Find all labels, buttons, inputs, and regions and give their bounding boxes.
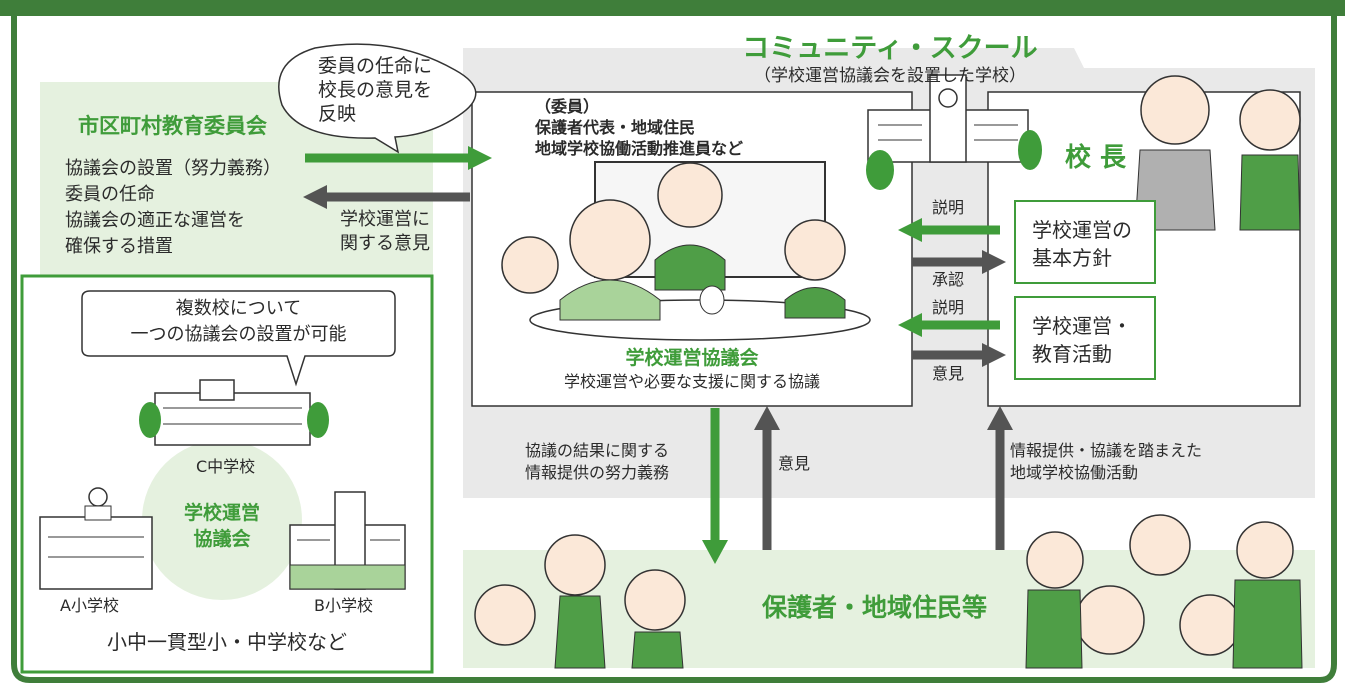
outer-frame: [11, 0, 1337, 683]
collaboration-activity-text: 情報提供・協議を踏まえた 地域学校協働活動: [1010, 440, 1202, 484]
collaboration-activity-line: 情報提供・協議を踏まえた: [1010, 441, 1203, 460]
board-item: 確保する措置: [65, 236, 173, 257]
board-title: 市区町村教育委員会: [78, 114, 267, 138]
bubble-top-shape: [278, 43, 477, 154]
principal-people: [1134, 75, 1301, 231]
shared-council-label: 学校運営 協議会: [172, 500, 272, 552]
c-middle-school-building: [139, 379, 329, 446]
activity-box-line: 教育活動: [1032, 342, 1112, 366]
flow-label-explain-2: 説明: [932, 298, 965, 317]
board-items: 協議会の設置（努力義務） 委員の任命 協議会の適正な運営を 確保する措置: [65, 156, 281, 260]
policy-box-line: 学校運営の: [1032, 218, 1132, 242]
community-school-subtitle: （学校運営協議会を設置した学校）: [754, 66, 1026, 86]
result-info-line: 協議の結果に関する: [525, 441, 670, 460]
opinion-to-board-line: 関する意見: [340, 233, 430, 254]
flow-label-explain-1: 説明: [932, 198, 965, 217]
flow-label-opinion: 意見: [932, 364, 965, 383]
policy-box-line: 基本方針: [1032, 246, 1112, 270]
multi-bubble-shape: [81, 290, 396, 387]
bubble-top-line: 校長の意見を: [318, 79, 433, 101]
bubble-top-line: 委員の任命に: [318, 55, 433, 77]
shared-council-line: 学校運営: [183, 502, 260, 524]
top-band: [0, 0, 1345, 16]
multi-bubble: 複数校について 一つの協議会の設置が可能: [82, 296, 395, 348]
shared-council-circle: [142, 440, 302, 600]
council-members-line: 保護者代表・地域住民: [535, 118, 696, 137]
opinion-to-board: 学校運営に 関する意見: [340, 208, 430, 256]
a-elementary-school-building: [39, 487, 153, 590]
multi-bubble-line: 一つの協議会の設置が可能: [130, 324, 347, 345]
council-title: 学校運営協議会: [625, 347, 759, 369]
council-members-line: （委員）: [535, 97, 600, 116]
school-label-b: B小学校: [314, 596, 373, 615]
b-elementary-school-building: [289, 491, 406, 590]
council-meeting-illustration: [501, 161, 871, 341]
council-description: 学校運営や必要な支援に関する協議: [563, 372, 820, 391]
multi-school-footer: 小中一貫型小・中学校など: [107, 630, 347, 654]
community-label: 保護者・地域住民等: [762, 593, 988, 622]
policy-box: 学校運営の 基本方針: [1014, 200, 1156, 284]
board-item: 協議会の設置（努力義務）: [65, 158, 281, 179]
result-info-text: 協議の結果に関する 情報提供の努力義務: [525, 440, 669, 484]
school-label-a: A小学校: [60, 596, 119, 615]
bubble-top-line: 反映: [318, 103, 357, 125]
flow-label-approve: 承認: [932, 270, 965, 289]
result-info-line: 情報提供の努力義務: [525, 463, 670, 482]
board-item: 委員の任命: [65, 184, 155, 205]
community-people-right: [1025, 514, 1303, 669]
activity-box: 学校運営・ 教育活動: [1014, 296, 1156, 380]
opinion-to-board-line: 学校運営に: [340, 209, 430, 230]
shared-council-line: 協議会: [193, 528, 251, 550]
multi-bubble-line: 複数校について: [175, 298, 302, 319]
activity-box-line: 学校運営・: [1032, 314, 1132, 338]
community-school-title: コミュニティ・スクール: [742, 33, 1038, 64]
collaboration-activity-line: 地域学校協働活動: [1010, 463, 1139, 482]
community-people-left: [474, 534, 686, 669]
school-label-c: C中学校: [196, 457, 256, 476]
principal-label: 校 長: [1065, 143, 1127, 173]
board-item: 協議会の適正な運営を: [65, 210, 245, 231]
bubble-top: 委員の任命に 校長の意見を 反映: [318, 54, 432, 126]
council-members-line: 地域学校協働活動推進員など: [535, 139, 744, 158]
council-members: （委員） 保護者代表・地域住民 地域学校協働活動推進員など: [535, 96, 743, 159]
main-school-building: [866, 74, 1042, 190]
community-opinion-label: 意見: [778, 454, 811, 473]
